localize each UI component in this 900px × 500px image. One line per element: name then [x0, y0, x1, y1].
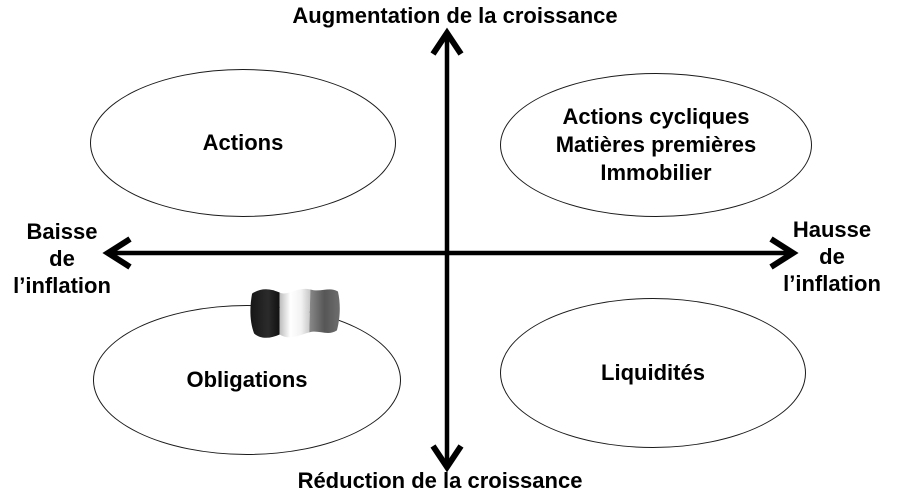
bubble-top-right-label: Actions cycliques Matières premières Imm… [555, 104, 757, 185]
flag-light-band [279, 288, 311, 338]
flag-gray-band [309, 289, 340, 333]
axis-label-growth-up: Augmentation de la croissance [292, 3, 618, 28]
arrow-up-icon [430, 27, 464, 56]
arrow-down-icon [430, 444, 464, 473]
bubble-bottom-left: Obligations [93, 305, 401, 455]
arrow-right-icon [769, 236, 799, 270]
arrow-left-icon [102, 236, 132, 270]
bubble-top-right: Actions cycliques Matières premières Imm… [500, 73, 812, 217]
axis-label-growth-down: Réduction de la croissance [297, 468, 583, 493]
axis-label-inflation-down: Baisse de l’inflation [13, 219, 111, 298]
flag-dark-band [250, 289, 280, 338]
bubble-bottom-right-label: Liquidités [601, 360, 705, 385]
bubble-bottom-right: Liquidités [500, 298, 806, 448]
waving-flag-icon [250, 288, 340, 338]
axis-label-inflation-up: Hausse de l’inflation [783, 217, 881, 296]
bubble-top-left-label: Actions [202, 130, 284, 155]
bubble-top-left: Actions [90, 69, 396, 217]
bubble-bottom-left-label: Obligations [186, 367, 308, 392]
